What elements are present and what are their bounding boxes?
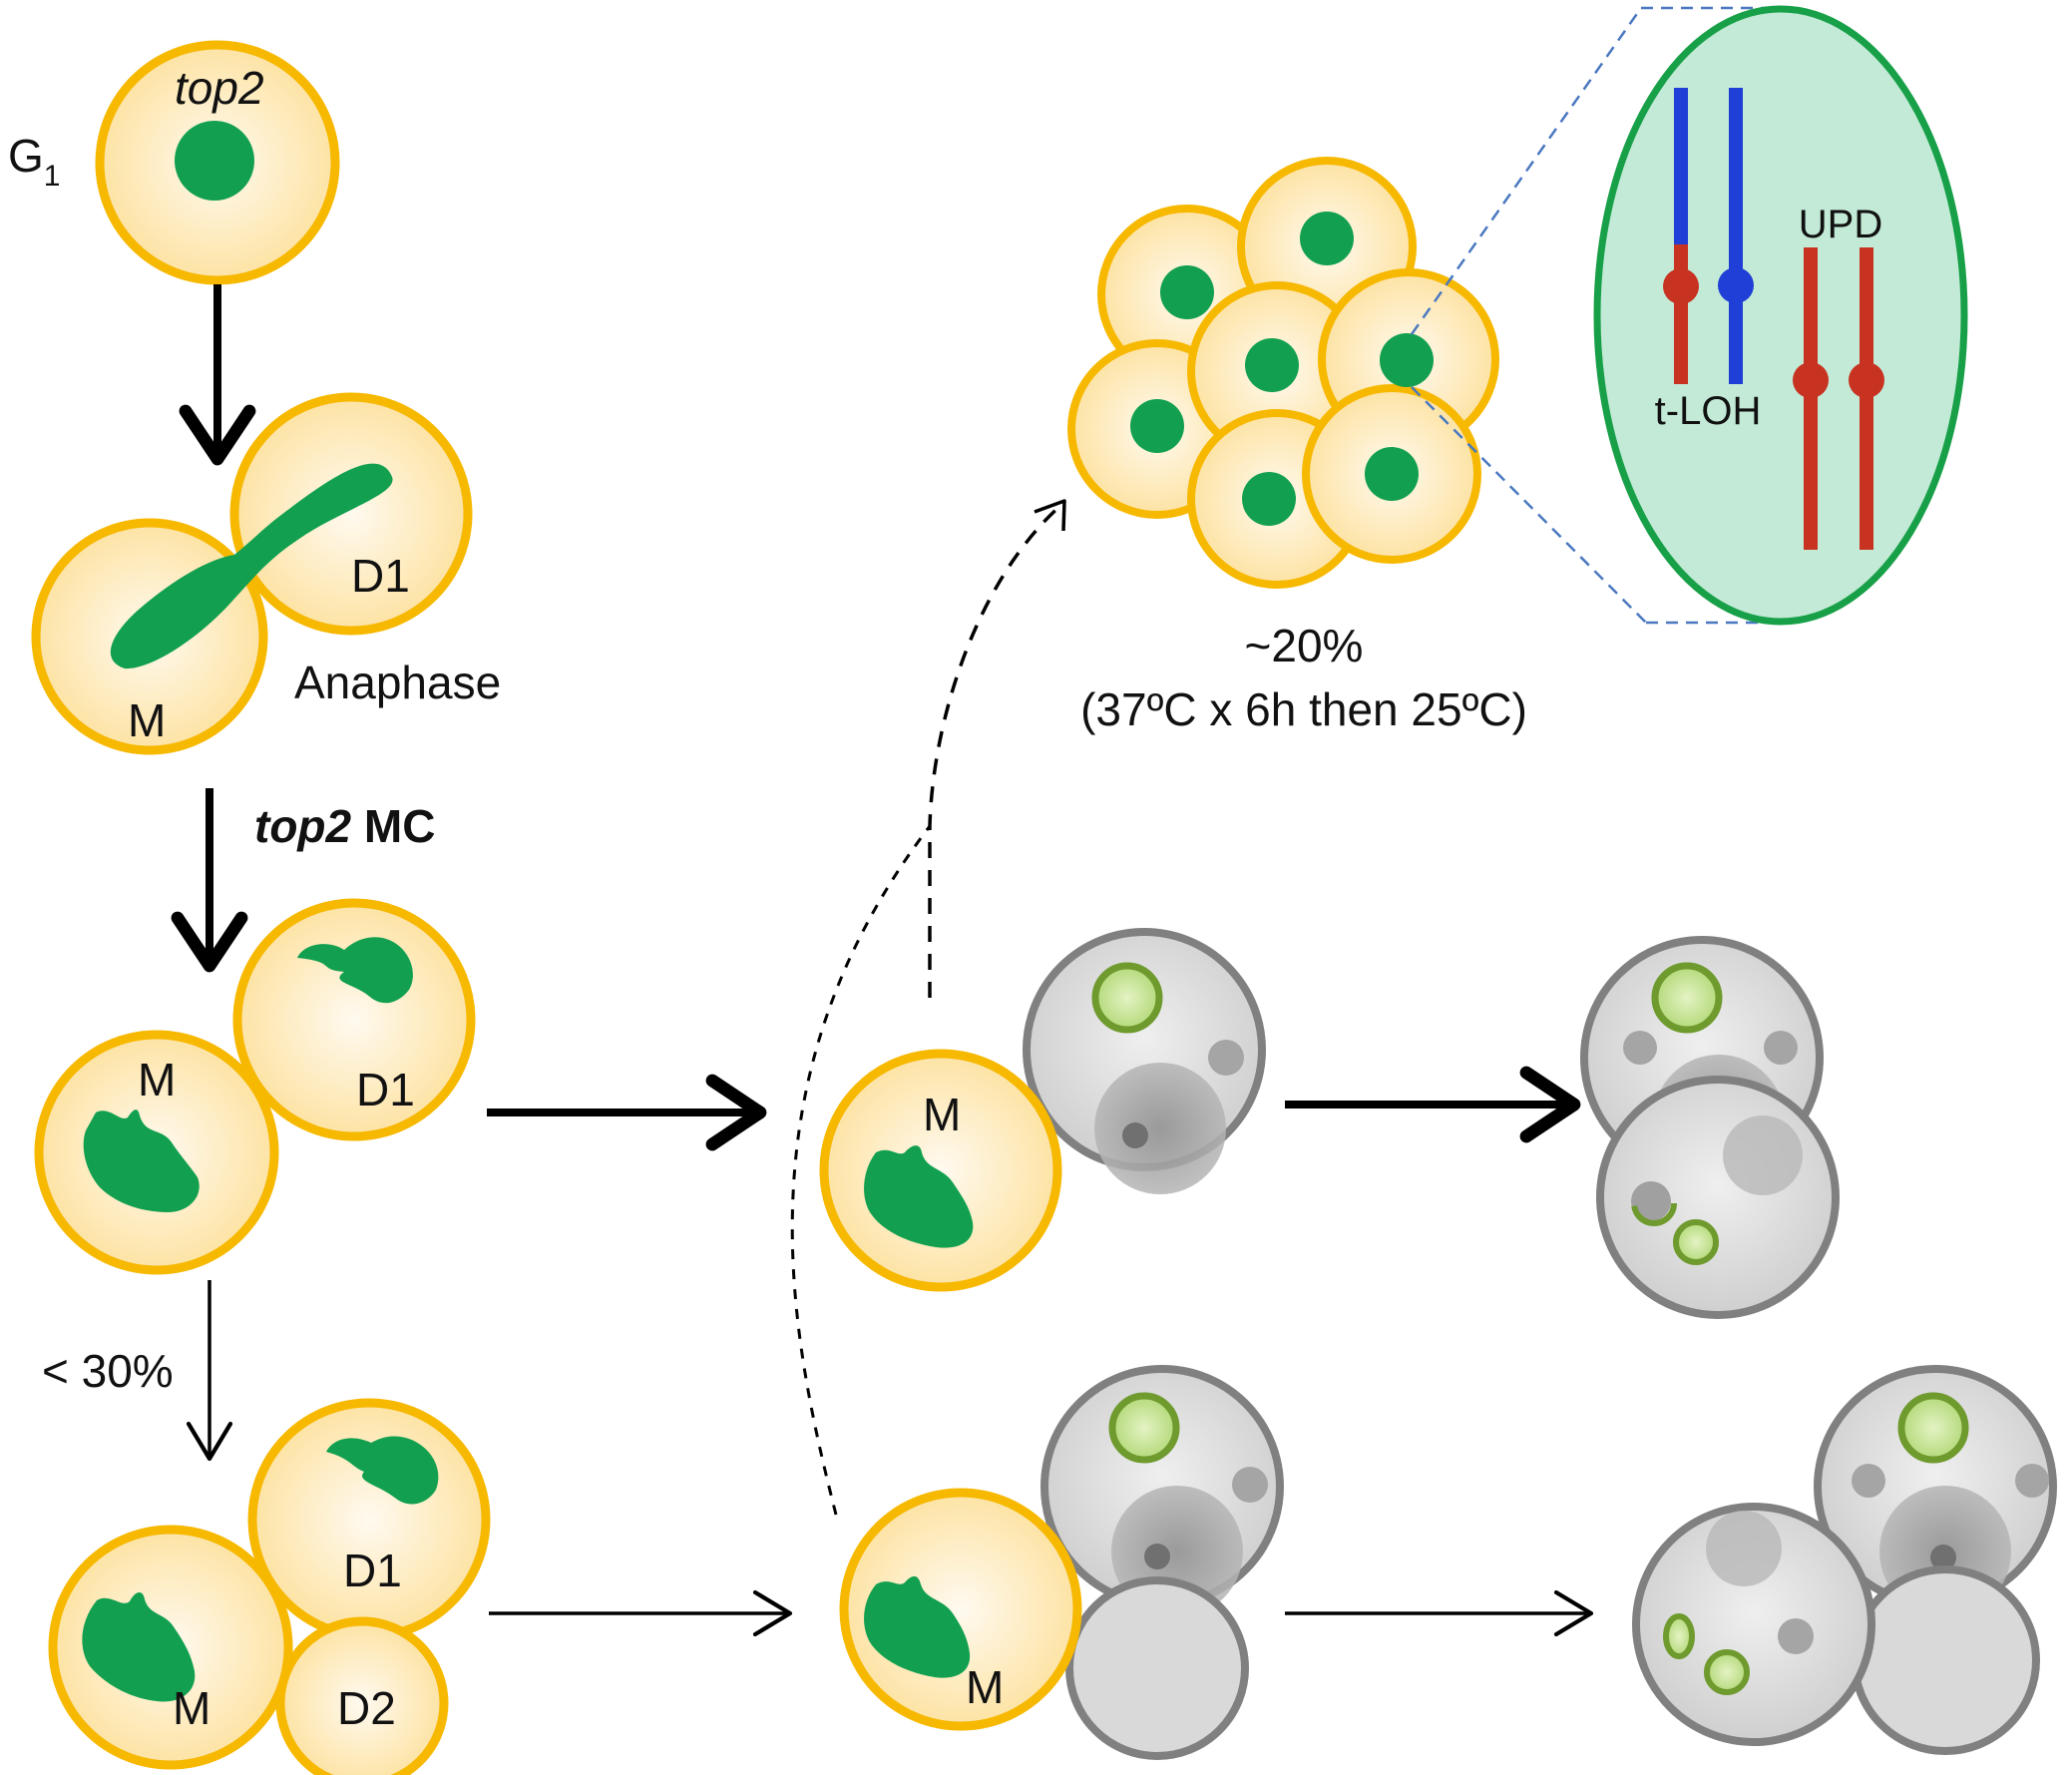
mc-m-label: M xyxy=(138,1054,176,1106)
bottom-row-cells xyxy=(839,1365,1284,1760)
upd-centromere-2 xyxy=(1849,362,1884,398)
anaphase-nucleus xyxy=(110,463,393,669)
right-bottom-dead-cells xyxy=(1632,1365,2057,1755)
tloh-chromosome-1-blue xyxy=(1674,88,1688,245)
cluster-m-label: M xyxy=(173,1682,210,1734)
mc-d1-chromatin xyxy=(297,937,413,1004)
condition-label: (37ºC x 6h then 25ºC) xyxy=(1080,683,1527,735)
upd-label: UPD xyxy=(1799,203,1882,246)
right-middle-dead-cells xyxy=(1580,936,1840,1319)
zoom-line-bottom xyxy=(1411,386,1647,624)
mc-cell-pair xyxy=(34,898,476,1275)
anaphase-label: Anaphase xyxy=(294,657,501,708)
tloh-centromere-2 xyxy=(1718,267,1754,303)
pct-lt30-label: < 30% xyxy=(42,1345,174,1397)
anaphase-m-label: M xyxy=(128,694,166,746)
cluster-d1-label: D1 xyxy=(343,1545,402,1596)
middle-row-cells xyxy=(819,928,1266,1292)
zoom-line-top xyxy=(1410,7,1643,335)
upd-chromosome-2 xyxy=(1860,247,1873,550)
cluster-d2-label: D2 xyxy=(337,1682,396,1734)
tloh-chromosome-1-red xyxy=(1674,244,1688,384)
dashed-path-middle xyxy=(928,502,1064,998)
tloh-chromosome-2 xyxy=(1729,88,1743,384)
top2-mc-label: top2 MC xyxy=(254,800,435,852)
bottom-m-chromatin xyxy=(864,1575,971,1678)
anaphase-d1-label: D1 xyxy=(351,550,410,602)
g1-label: G1 xyxy=(8,130,60,193)
middle-m-chromatin xyxy=(864,1145,974,1248)
cluster-m-chromatin xyxy=(82,1592,196,1702)
top2-gene-label: top2 xyxy=(175,62,264,114)
zoom-oval xyxy=(1593,5,1968,626)
upd-chromosome-1 xyxy=(1804,247,1818,550)
tloh-label: t-LOH xyxy=(1655,389,1762,433)
colony xyxy=(1067,157,1499,589)
dashed-arrow-head xyxy=(1034,499,1066,532)
bottom-m-label: M xyxy=(966,1661,1004,1713)
g1-cell xyxy=(95,40,340,285)
three-cell-cluster xyxy=(48,1398,491,1775)
cluster-d1-chromatin xyxy=(326,1436,439,1505)
anaphase-cell xyxy=(31,392,473,755)
mc-d1-label: D1 xyxy=(356,1064,415,1115)
middle-m-label: M xyxy=(923,1089,961,1140)
tloh-centromere-1 xyxy=(1663,268,1699,304)
mc-m-chromatin xyxy=(83,1109,200,1212)
dashed-path-bottom xyxy=(790,825,932,1516)
upd-centromere-1 xyxy=(1793,362,1829,398)
pct-20-label: ~20% xyxy=(1245,620,1364,671)
